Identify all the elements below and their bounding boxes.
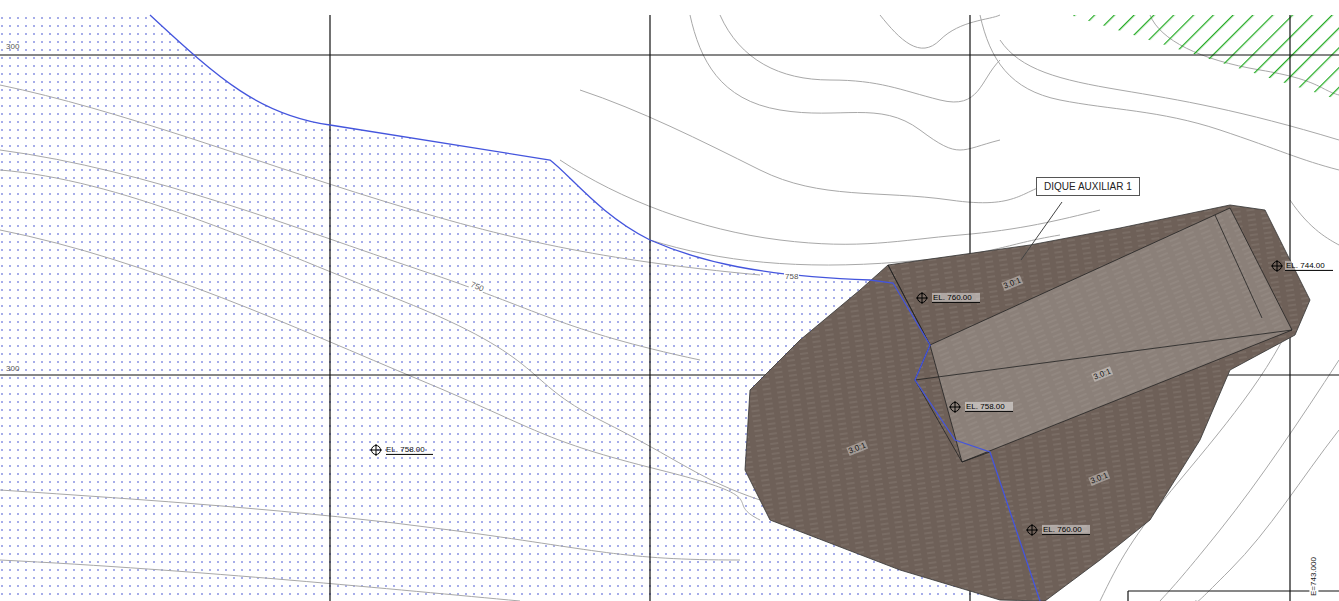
title-block-border [1128,591,1339,601]
slope-ratio: 3.0:1 [846,440,868,456]
hatched-zone [1070,15,1339,100]
dam-fill [745,205,1310,601]
elevation-label: EL. 758.00 [386,445,433,455]
callout-text: DIQUE AUXILIAR 1 [1044,181,1132,192]
water-edge [150,15,1040,601]
slope-ratio: 3.0:1 [1091,366,1113,382]
elevation-label: EL. 744.00 [1285,261,1333,271]
coordinate-label: E=743.000 [1309,556,1318,597]
contour-lines [0,15,1339,601]
elevation-label: EL. 758.00 [965,402,1013,412]
grid-lines [0,15,1339,601]
dam-edges [888,215,1292,462]
slope-ratio: 3.0:1 [1088,470,1110,486]
elevation-label: EL. 760.00 [932,293,980,303]
dam-crest [930,208,1292,462]
contour-label: 758 [784,272,799,281]
contour-label: 750 [468,280,486,294]
elevation-label: EL. 760.00 [1042,525,1090,535]
callout-box: DIQUE AUXILIAR 1 [1036,177,1140,196]
slope-ratio: 3.0:1 [1001,275,1023,291]
grid-coordinate: 300 [6,42,19,51]
grid-coordinate: 300 [6,364,19,373]
elevation-markers [370,260,1283,536]
leader-line [1021,202,1062,260]
